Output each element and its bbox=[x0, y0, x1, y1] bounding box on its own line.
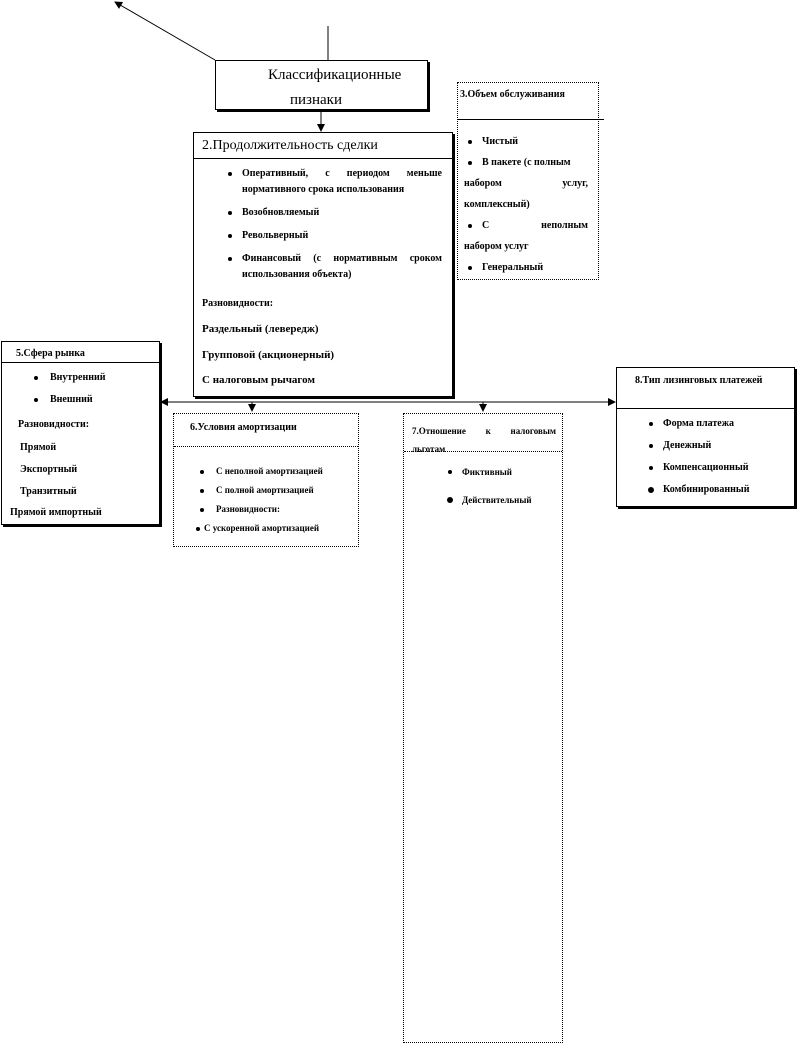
box7-title-line1: 7.Отношение к налоговым bbox=[412, 426, 556, 436]
box8-divider bbox=[617, 408, 794, 409]
list-item: Внешний bbox=[34, 390, 106, 410]
arrow-top-left bbox=[114, 1, 216, 61]
box5-varieties-label: Разновидности: bbox=[18, 419, 90, 430]
list-item: Форма платежа bbox=[648, 413, 749, 435]
list-item: Фиктивный bbox=[448, 458, 532, 486]
list-item: Оперативный, с периодом меньше нормативн… bbox=[228, 166, 442, 198]
box2-list: Оперативный, с периодом меньше нормативн… bbox=[228, 166, 442, 290]
arrow-to-box8 bbox=[608, 398, 616, 406]
arrow-to-box5 bbox=[160, 398, 168, 406]
list-item: С неполным bbox=[464, 215, 588, 236]
list-item: Денежный bbox=[648, 435, 749, 457]
box7-title: 7.Отношение к налоговым льготам bbox=[412, 422, 556, 458]
list-item: Разновидности: bbox=[200, 500, 323, 519]
box8-title: 8.Тип лизинговых платежей bbox=[635, 375, 763, 386]
box7-title-line2: льготам bbox=[412, 444, 446, 454]
list-item-continuation: набором услуг bbox=[464, 241, 529, 252]
box3-title: 3.Объем обслуживания bbox=[460, 89, 565, 100]
box5-variety-2: Экспортный bbox=[20, 464, 78, 475]
box2-variety-3: С налоговым рычагом bbox=[202, 374, 315, 386]
box5-variety-4: Прямой импортный bbox=[10, 507, 102, 518]
box7-list: Фиктивный Действительный bbox=[447, 458, 532, 514]
list-item: Чистый bbox=[464, 131, 588, 152]
list-item: Финансовый (с нормативным сроком использ… bbox=[228, 251, 442, 283]
service-volume-box: 3.Объем обслуживания Чистый В пакете (с … bbox=[457, 82, 604, 280]
list-item: Револьверный bbox=[228, 228, 442, 244]
box5-divider bbox=[2, 362, 159, 363]
market-sphere-box: 5.Сфера рынка Внутренний Внешний Разнови… bbox=[1, 341, 160, 525]
box2-variety-2: Групповой (акционерный) bbox=[202, 349, 335, 361]
box3-list: Чистый В пакете (с полным набором услуг,… bbox=[464, 131, 588, 278]
list-item: Компенсационный bbox=[648, 457, 749, 479]
list-item: Генеральный bbox=[464, 257, 588, 278]
list-item: В пакете (с полным bbox=[464, 152, 588, 173]
lease-payment-type-box: 8.Тип лизинговых платежей Форма платежа … bbox=[616, 367, 795, 507]
list-item: Внутренний bbox=[34, 368, 106, 388]
box5-variety-3: Транзитный bbox=[20, 486, 77, 497]
depreciation-conditions-box: 6.Условия амортизации С неполной амортиз… bbox=[173, 413, 359, 547]
box5-variety-1: Прямой bbox=[20, 442, 57, 453]
box6-divider bbox=[174, 446, 358, 447]
box6-list: С неполной амортизацией С полной амортиз… bbox=[196, 462, 323, 538]
list-item: Возобновляемый bbox=[228, 205, 442, 221]
box2-variety-1: Раздельный (левередж) bbox=[202, 323, 319, 335]
box2-title: 2.Продолжительность сделки bbox=[202, 138, 378, 153]
tax-benefits-box: 7.Отношение к налоговым льготам Фиктивны… bbox=[403, 413, 563, 1043]
box8-list: Форма платежа Денежный Компенсационный К… bbox=[647, 413, 749, 501]
list-item: С ускоренной амортизацией bbox=[196, 519, 323, 538]
deal-duration-box: 2.Продолжительность сделки Оперативный, … bbox=[193, 132, 453, 397]
box1-line2: пизнаки bbox=[290, 92, 342, 108]
box2-divider bbox=[194, 158, 452, 159]
box7-divider bbox=[404, 451, 562, 452]
list-item: Действительный bbox=[447, 486, 532, 514]
list-item: С полной амортизацией bbox=[200, 481, 323, 500]
list-item-continuation: комплексный) bbox=[464, 199, 530, 210]
box3-divider bbox=[458, 119, 604, 120]
list-item-continuation: набором услуг, bbox=[464, 178, 588, 189]
list-item: Комбинированный bbox=[647, 479, 749, 501]
box1-line1: Классификационные bbox=[268, 67, 402, 83]
box5-title: 5.Сфера рынка bbox=[16, 348, 85, 359]
classification-features-box: Классификационные пизнаки bbox=[215, 60, 428, 110]
box2-varieties-label: Разновидности: bbox=[202, 298, 274, 309]
box6-title: 6.Условия амортизации bbox=[190, 422, 297, 433]
list-item: С неполной амортизацией bbox=[200, 462, 323, 481]
box5-list: Внутренний Внешний bbox=[34, 368, 106, 412]
